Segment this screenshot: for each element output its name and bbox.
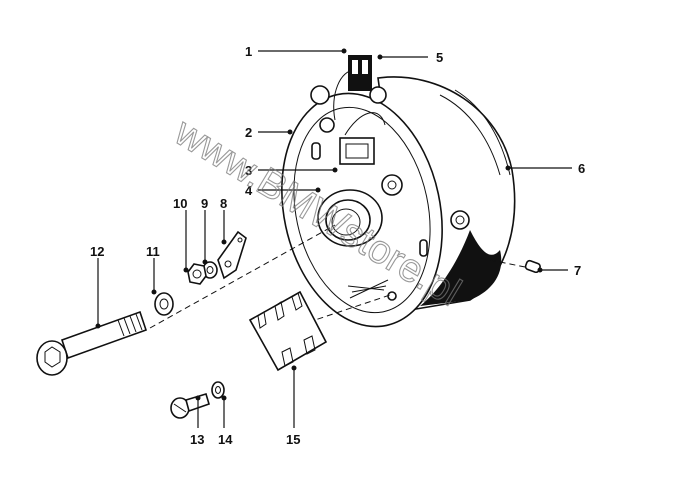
part-10-nut <box>187 263 207 285</box>
callouts: 1 5 2 3 4 6 7 8 <box>90 44 585 447</box>
svg-text:15: 15 <box>286 432 300 447</box>
part-8-bracket <box>217 230 247 280</box>
svg-text:12: 12 <box>90 244 104 259</box>
svg-text:9: 9 <box>201 196 208 211</box>
svg-text:2: 2 <box>245 125 252 140</box>
callout-3: 3 <box>245 163 338 178</box>
callout-7: 7 <box>537 263 581 278</box>
part-12-bolt <box>36 310 148 376</box>
svg-text:10: 10 <box>173 196 187 211</box>
callout-10: 10 <box>173 196 189 273</box>
assembly-axis <box>149 224 336 329</box>
callout-9: 9 <box>201 196 208 265</box>
callout-6: 6 <box>505 161 585 176</box>
callout-1: 1 <box>245 44 347 59</box>
part-14-washer <box>211 381 225 399</box>
part-13-screw <box>170 393 210 419</box>
callout-15: 15 <box>286 365 300 447</box>
svg-text:11: 11 <box>146 244 160 259</box>
svg-text:7: 7 <box>574 263 581 278</box>
callout-5: 5 <box>377 50 443 65</box>
svg-text:5: 5 <box>436 50 443 65</box>
svg-text:1: 1 <box>245 44 252 59</box>
assembly-axis <box>479 257 531 269</box>
svg-text:14: 14 <box>218 432 233 447</box>
callout-12: 12 <box>90 244 104 329</box>
callout-11: 11 <box>146 244 160 295</box>
callout-13: 13 <box>190 395 204 447</box>
callout-8: 8 <box>220 196 227 245</box>
svg-text:3: 3 <box>245 163 252 178</box>
generator-housing <box>281 55 516 328</box>
callout-14: 14 <box>218 395 233 447</box>
svg-text:8: 8 <box>220 196 227 211</box>
svg-text:13: 13 <box>190 432 204 447</box>
part-15-terminal-block <box>248 290 328 372</box>
callout-2: 2 <box>245 125 293 140</box>
svg-text:4: 4 <box>245 183 253 198</box>
part-11-washer <box>154 292 174 316</box>
svg-text:6: 6 <box>578 161 585 176</box>
callout-4: 4 <box>245 183 321 198</box>
